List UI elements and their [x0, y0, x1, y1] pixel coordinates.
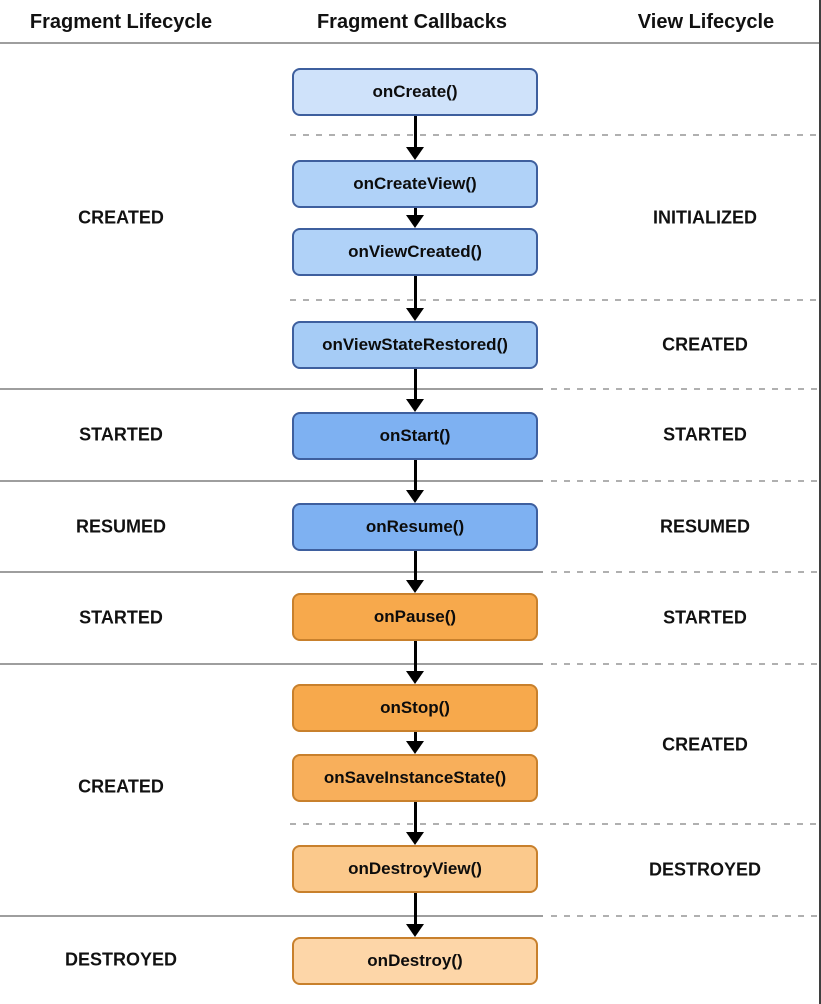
fragment-boundary-line	[0, 571, 543, 573]
arrow-head-icon	[406, 924, 424, 937]
fragment-state-label: RESUMED	[75, 516, 167, 537]
flow-arrow-down	[406, 802, 424, 845]
flow-arrow-down	[406, 276, 424, 321]
column-header-fragment-callbacks: Fragment Callbacks	[316, 11, 508, 33]
view-boundary-dashed-line	[290, 134, 818, 136]
arrow-head-icon	[406, 215, 424, 228]
flow-arrow-down	[406, 208, 424, 228]
arrow-head-icon	[406, 832, 424, 845]
callback-box-onstart: onStart()	[292, 412, 538, 460]
view-boundary-dashed-line	[551, 480, 818, 482]
callback-box-onresume: onResume()	[292, 503, 538, 551]
callback-box-onviewstaterestored: onViewStateRestored()	[292, 321, 538, 369]
flow-arrow-down	[406, 732, 424, 754]
arrow-stem	[413, 208, 417, 217]
view-boundary-dashed-line	[290, 299, 818, 301]
arrow-stem	[413, 551, 417, 582]
flow-arrow-down	[406, 369, 424, 412]
flow-arrow-down	[406, 116, 424, 160]
view-boundary-dashed-line	[551, 388, 818, 390]
view-state-label: RESUMED	[659, 516, 751, 537]
callback-box-onstop: onStop()	[292, 684, 538, 732]
view-boundary-dashed-line	[551, 663, 818, 665]
fragment-state-label: DESTROYED	[64, 949, 178, 970]
view-state-label: CREATED	[662, 734, 748, 755]
fragment-boundary-line	[0, 388, 543, 390]
fragment-boundary-line	[0, 663, 543, 665]
view-state-label: DESTROYED	[648, 859, 762, 880]
callback-box-onpause: onPause()	[292, 593, 538, 641]
column-header-fragment-lifecycle: Fragment Lifecycle	[29, 11, 213, 33]
arrow-stem	[413, 116, 417, 149]
arrow-head-icon	[406, 147, 424, 160]
view-state-label: STARTED	[663, 424, 747, 445]
callback-box-oncreateview: onCreateView()	[292, 160, 538, 208]
view-state-label: STARTED	[663, 607, 747, 628]
fragment-state-label: STARTED	[79, 607, 163, 628]
callback-box-onsaveinstancestate: onSaveInstanceState()	[292, 754, 538, 802]
arrow-head-icon	[406, 741, 424, 754]
fragment-boundary-line	[0, 480, 543, 482]
arrow-head-icon	[406, 399, 424, 412]
callback-box-oncreate: onCreate()	[292, 68, 538, 116]
callback-box-ondestroyview: onDestroyView()	[292, 845, 538, 893]
flow-arrow-down	[406, 641, 424, 684]
view-state-label: CREATED	[662, 334, 748, 355]
view-boundary-dashed-line	[551, 571, 818, 573]
flow-arrow-down	[406, 893, 424, 937]
arrow-stem	[413, 276, 417, 310]
fragment-boundary-line	[0, 915, 543, 917]
callback-box-onviewcreated: onViewCreated()	[292, 228, 538, 276]
view-state-label: INITIALIZED	[653, 207, 757, 228]
fragment-state-label: CREATED	[78, 776, 164, 797]
fragment-state-label: STARTED	[79, 424, 163, 445]
arrow-stem	[413, 369, 417, 401]
fragment-state-label: CREATED	[78, 207, 164, 228]
arrow-head-icon	[406, 580, 424, 593]
header-separator-line	[0, 42, 821, 44]
arrow-head-icon	[406, 490, 424, 503]
view-boundary-dashed-line	[290, 823, 818, 825]
arrow-stem	[413, 893, 417, 926]
arrow-stem	[413, 802, 417, 834]
view-boundary-dashed-line	[551, 915, 818, 917]
arrow-head-icon	[406, 671, 424, 684]
arrow-stem	[413, 460, 417, 492]
arrow-head-icon	[406, 308, 424, 321]
flow-arrow-down	[406, 551, 424, 593]
callback-box-ondestroy: onDestroy()	[292, 937, 538, 985]
arrow-stem	[413, 732, 417, 743]
arrow-stem	[413, 641, 417, 673]
column-header-view-lifecycle: View Lifecycle	[637, 11, 775, 33]
flow-arrow-down	[406, 460, 424, 503]
right-edge-border	[819, 0, 821, 1004]
